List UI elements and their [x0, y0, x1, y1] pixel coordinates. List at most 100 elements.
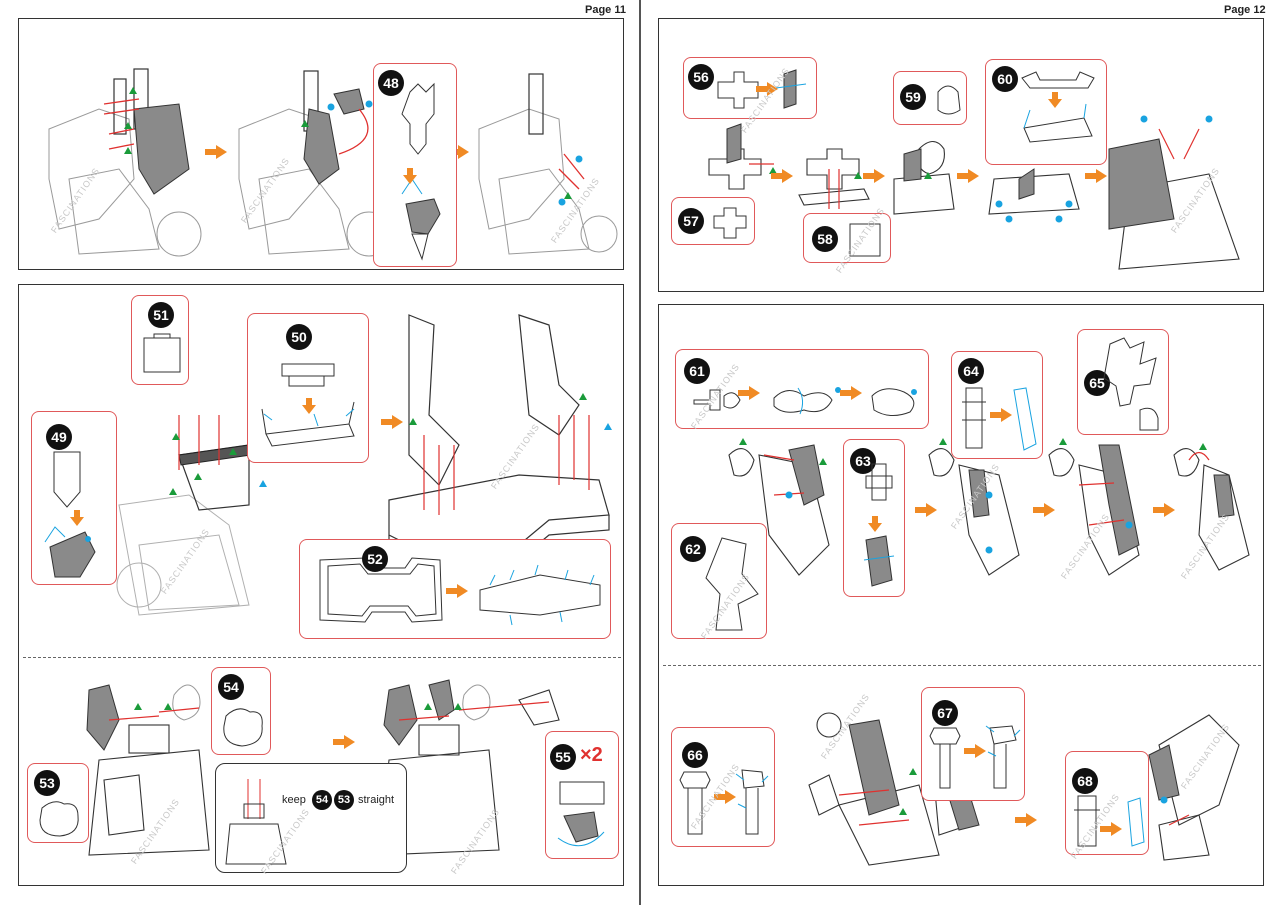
page-number-left: Page 11 [585, 4, 626, 16]
robot-legs-base-art [116, 314, 612, 616]
step-arrow [1015, 813, 1037, 827]
callout-step-66: 66 [671, 727, 775, 847]
note-keep-label: keep [282, 794, 306, 806]
callout-step-65: 65 [1077, 329, 1169, 435]
note-keep-straight: keep 54 53 straight [215, 763, 407, 873]
step-badge-60: 60 [992, 66, 1018, 92]
step-arrow [957, 169, 979, 183]
step-arrow [333, 735, 355, 749]
step-badge-58: 58 [812, 226, 838, 252]
step-arrow [990, 408, 1012, 422]
step-badge-64: 64 [958, 358, 984, 384]
callout-step-53: 53 [27, 763, 89, 843]
quantity-multiplier: ×2 [580, 744, 603, 766]
panel-steps-56-60: 56 57 58 59 60 FASCINATIONS [658, 18, 1264, 292]
step-badge-68: 68 [1072, 768, 1098, 794]
step-badge-66: 66 [682, 742, 708, 768]
step-badge-55: 55 [550, 744, 576, 770]
step-arrow [738, 386, 760, 400]
part-58-art [849, 223, 881, 257]
part-59-art [937, 85, 961, 115]
step-badge-48: 48 [378, 70, 404, 96]
step-badge-67: 67 [932, 700, 958, 726]
callout-step-52: 52 [299, 539, 611, 639]
part-66-art [679, 769, 769, 835]
callout-step-55: 55 ×2 [545, 731, 619, 859]
callout-step-64: 64 [951, 351, 1043, 459]
step-arrow-down [302, 398, 316, 414]
part-61-art [693, 387, 917, 416]
step-badge-52: 52 [362, 546, 388, 572]
step-arrow [1033, 503, 1055, 517]
part-64-art [962, 387, 1037, 451]
step-badge-54: 54 [218, 674, 244, 700]
step-arrow [381, 415, 403, 429]
callout-step-58: 58 [803, 213, 891, 263]
step-badge-50: 50 [286, 324, 312, 350]
step-arrow [1100, 822, 1122, 836]
step-badge-49: 49 [46, 424, 72, 450]
callout-step-49: 49 [31, 411, 117, 585]
part-52-art [319, 557, 601, 626]
step-badge-65: 65 [1084, 370, 1110, 396]
part-63-art [863, 463, 895, 587]
step-arrow [964, 744, 986, 758]
note-straight-label: straight [358, 794, 395, 806]
part-51-art [143, 333, 181, 373]
section-divider [23, 657, 621, 658]
callout-step-68: 68 [1065, 751, 1149, 855]
step-arrow [863, 169, 885, 183]
part-53-art [39, 801, 79, 837]
note-illustration-art [225, 779, 287, 865]
step-arrow [756, 82, 778, 96]
page-number-right: Page 12 [1224, 4, 1266, 16]
step-arrow-down [403, 168, 417, 184]
step-arrow [714, 790, 736, 804]
callout-step-61: 61 [675, 349, 929, 429]
part-68-art [1074, 795, 1145, 847]
callout-step-50: 50 [247, 313, 369, 463]
step-arrow-down [70, 510, 84, 526]
callout-step-67: 67 [921, 687, 1025, 801]
step-badge-53: 53 [34, 770, 60, 796]
callout-step-62: 62 [671, 523, 767, 639]
part-62-art [705, 537, 759, 631]
panel-steps-61-68: 61 62 63 64 65 [658, 304, 1264, 886]
callout-step-54: 54 [211, 667, 271, 755]
step-badge-57: 57 [678, 208, 704, 234]
note-badge-54: 54 [312, 790, 332, 810]
part-50-art [261, 363, 355, 447]
panel-step-48: 48 FASCINATIONS FASCINATIONS FASCINATION… [18, 18, 624, 270]
part-67-art [929, 725, 1021, 789]
step-arrow [205, 145, 227, 159]
note-badge-53: 53 [334, 790, 354, 810]
callout-step-60: 60 [985, 59, 1107, 165]
page-gutter [639, 0, 641, 905]
section-divider [663, 665, 1261, 666]
step-arrow [1153, 503, 1175, 517]
robot-head-assembly-art [708, 115, 1240, 270]
callout-step-59: 59 [893, 71, 967, 125]
step-arrow [446, 584, 468, 598]
step-badge-62: 62 [680, 536, 706, 562]
callout-step-63: 63 [843, 439, 905, 597]
part-54-art [223, 708, 263, 747]
step-arrow [771, 169, 793, 183]
step-arrow [840, 386, 862, 400]
panel-steps-49-55: 49 51 50 [18, 284, 624, 886]
robot-torso-assembly-art [48, 68, 618, 257]
robot-arm-assembly-art [728, 438, 1250, 576]
step-arrow-down [1048, 92, 1062, 108]
part-57-art [713, 207, 747, 239]
part-48-art [401, 82, 441, 261]
step-arrow [1085, 169, 1107, 183]
callout-step-48: 48 [373, 63, 457, 267]
step-arrow-down [868, 516, 882, 532]
part-56-art [717, 69, 807, 109]
part-60-art [1021, 71, 1095, 143]
part-55-art [557, 781, 605, 847]
part-49-art [44, 451, 96, 578]
step-arrow [915, 503, 937, 517]
part-65-art [1103, 337, 1159, 431]
step-badge-51: 51 [148, 302, 174, 328]
